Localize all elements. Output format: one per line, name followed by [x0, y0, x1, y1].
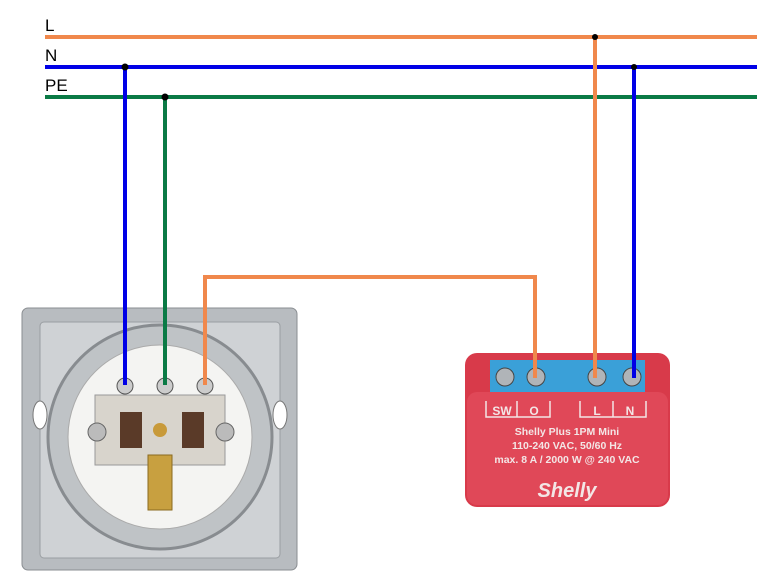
shelly-logo: Shelly [538, 480, 598, 502]
terminal-label-sw: SW [492, 404, 512, 418]
label-PE: PE [45, 76, 68, 95]
terminal-label-l: L [593, 404, 600, 418]
device-voltage-rating: 110-240 VAC, 50/60 Hz [512, 440, 622, 452]
junction-dot [592, 34, 598, 40]
terminal-label-n: N [626, 404, 635, 418]
shelly-device: SW O L N Shelly Plus 1PM Mini 110-240 VA… [465, 353, 670, 507]
junction-dot [161, 93, 169, 101]
label-L: L [45, 16, 55, 35]
label-N: N [45, 46, 58, 65]
device-power-rating: max. 8 A / 2000 W @ 240 VAC [494, 454, 640, 466]
device-model: Shelly Plus 1PM Mini [515, 426, 620, 438]
terminal-label-o: O [529, 404, 538, 418]
socket-outlet [21, 307, 298, 571]
junction-dot [121, 63, 129, 71]
wire-switched-output [203, 275, 537, 385]
junction-dot [631, 64, 637, 70]
